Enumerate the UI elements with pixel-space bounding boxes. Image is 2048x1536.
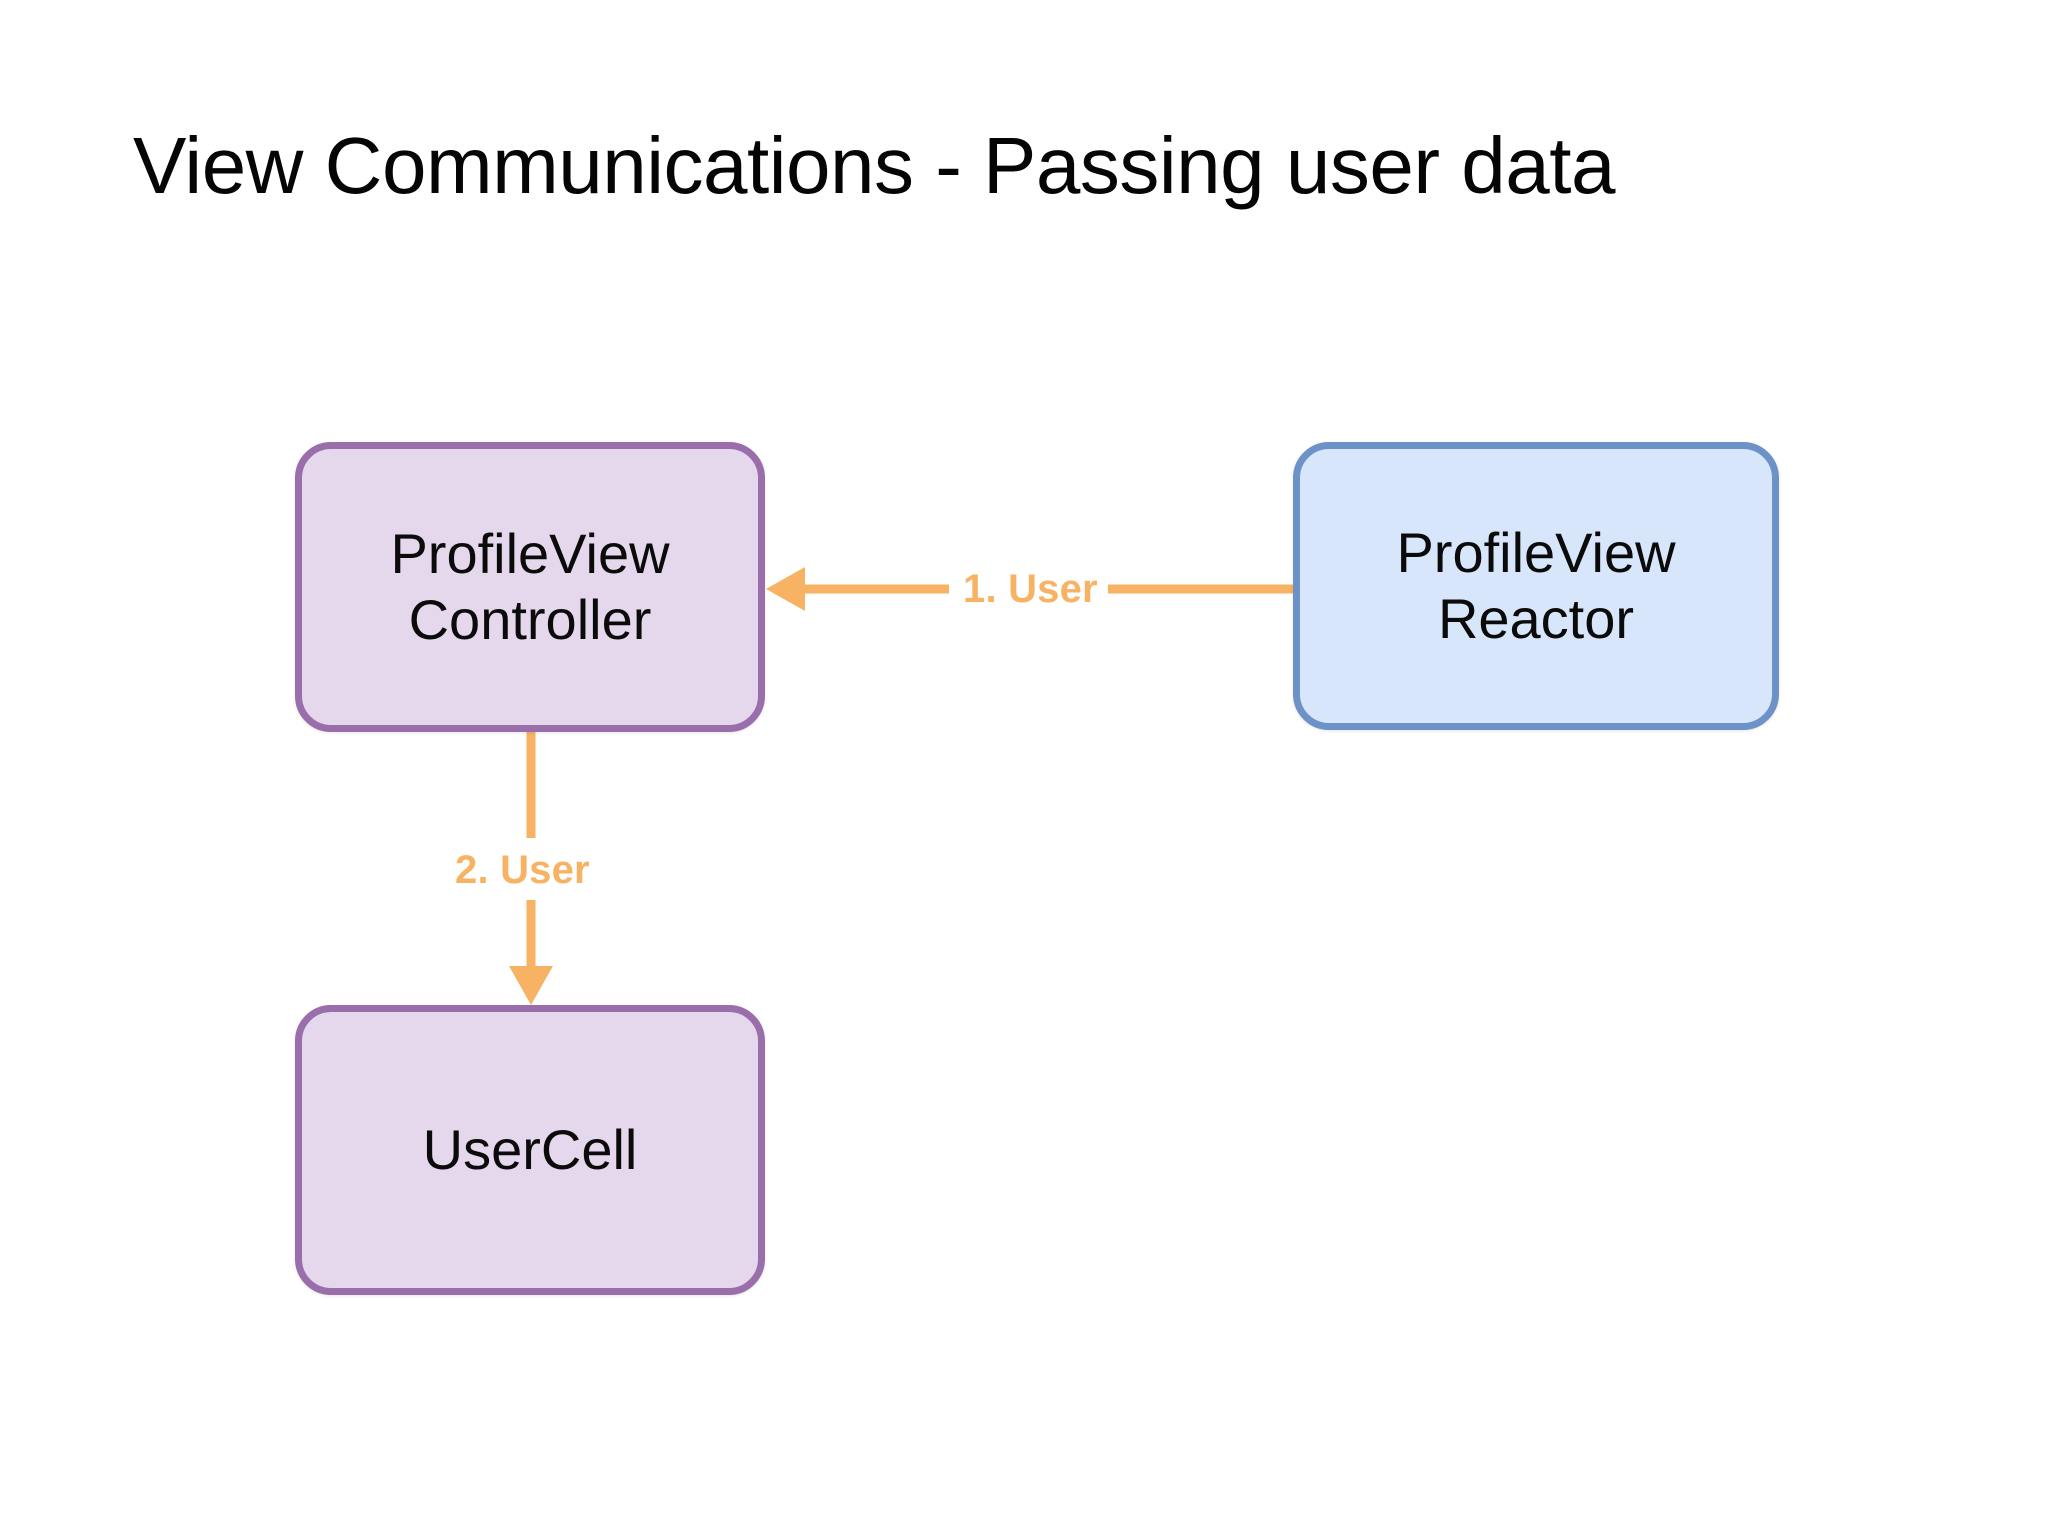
edge-label-2-user: 2. User [447, 848, 598, 893]
edge-2-arrowhead [509, 966, 553, 1005]
node-user-cell[interactable]: UserCell [295, 1005, 765, 1295]
page-title: View Communications - Passing user data [133, 121, 1615, 210]
node-profile-view-controller[interactable]: ProfileView Controller [295, 442, 765, 732]
edge-1-arrowhead [766, 567, 805, 611]
edge-label-1-user: 1. User [953, 567, 1108, 612]
node-profile-view-reactor[interactable]: ProfileView Reactor [1293, 442, 1779, 730]
